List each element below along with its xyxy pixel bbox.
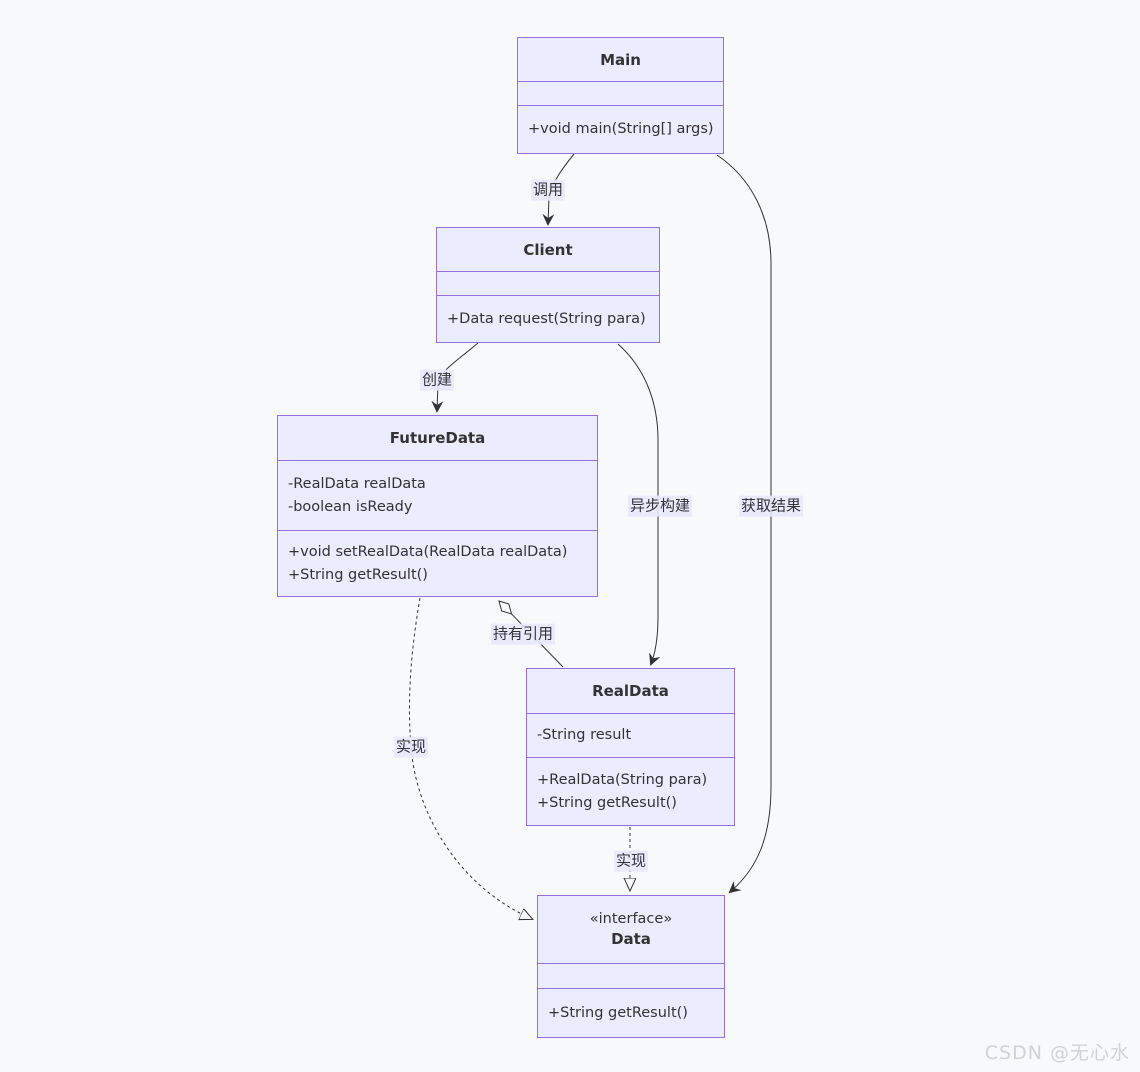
- edge-label-futuredata-to-realdata: 持有引用: [490, 623, 556, 645]
- class-data-name: Data: [611, 930, 651, 948]
- class-realdata-title: RealData: [592, 682, 669, 700]
- attribute-line: -RealData realData: [288, 475, 426, 492]
- edge-label-client-to-realdata: 异步构建: [627, 495, 693, 517]
- method-line: +String getResult(): [288, 566, 428, 583]
- edge-label-realdata-to-data: 实现: [613, 850, 649, 872]
- edge-label-futuredata-to-data: 实现: [393, 736, 429, 758]
- method-line: +void setRealData(RealData realData): [288, 543, 568, 560]
- class-realdata-attributes: -String result: [527, 713, 734, 757]
- edge-main-to-data: [716, 154, 772, 894]
- class-futuredata-attributes: -RealData realData -boolean isReady: [278, 460, 597, 530]
- class-box-futuredata: FutureData -RealData realData -boolean i…: [277, 415, 598, 597]
- edge-label-main-to-data: 获取结果: [738, 495, 804, 517]
- edge-client-to-realdata: [617, 343, 661, 666]
- method-line: +void main(String[] args): [528, 121, 714, 137]
- class-futuredata-methods: +void setRealData(RealData realData) +St…: [278, 530, 597, 596]
- method-line: +Data request(String para): [447, 310, 646, 327]
- class-futuredata-title: FutureData: [389, 429, 486, 447]
- class-box-client: Client +Data request(String para): [436, 227, 660, 343]
- class-client-title: Client: [523, 240, 573, 259]
- method-line: +RealData(String para): [537, 771, 708, 788]
- attribute-line: -boolean isReady: [288, 498, 413, 515]
- edge-label-main-to-client: 调用: [530, 179, 566, 201]
- interface-stereotype: «interface»: [589, 911, 673, 927]
- class-main-attributes-empty: [518, 81, 723, 105]
- class-main-methods: +void main(String[] args): [518, 105, 723, 153]
- class-client-attributes-empty: [437, 271, 659, 295]
- method-line: +String getResult(): [537, 794, 677, 811]
- class-box-data: «interface» Data +String getResult(): [537, 895, 725, 1038]
- class-client-methods: +Data request(String para): [437, 295, 659, 342]
- class-data-attributes-empty: [538, 963, 724, 988]
- class-data-title: «interface» Data: [538, 896, 724, 963]
- class-box-main: Main +void main(String[] args): [517, 37, 724, 154]
- attribute-line: -String result: [537, 727, 632, 743]
- class-data-methods: +String getResult(): [538, 988, 724, 1037]
- class-main-title: Main: [600, 50, 641, 69]
- edge-label-client-to-futuredata: 创建: [419, 369, 455, 391]
- method-line: +String getResult(): [548, 1004, 688, 1021]
- class-box-realdata: RealData -String result +RealData(String…: [526, 668, 735, 826]
- class-realdata-methods: +RealData(String para) +String getResult…: [527, 757, 734, 825]
- csdn-watermark: CSDN @无心水: [984, 1042, 1130, 1064]
- edge-futuredata-to-data: [408, 597, 532, 919]
